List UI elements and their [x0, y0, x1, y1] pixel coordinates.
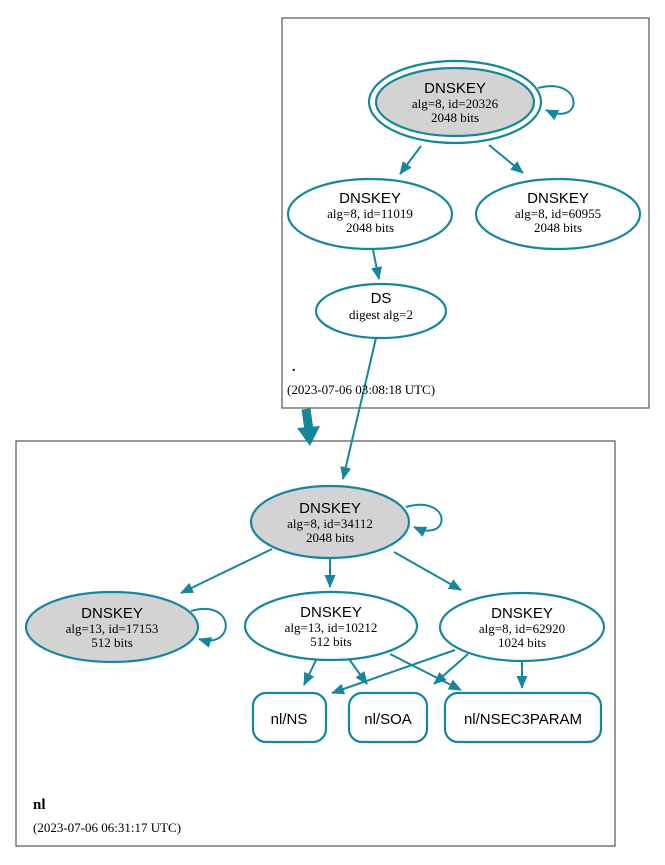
dnskey-62920-ellipse: [438, 591, 606, 663]
dnskey-34112-ellipse: [249, 484, 411, 560]
node-dnskey-17153[interactable]: DNSKEY alg=13, id=17153 512 bits: [24, 590, 200, 664]
node-size: 1024 bits: [498, 635, 546, 650]
rrset-nsec3param-box: [443, 691, 603, 744]
node-detail: alg=13, id=17153: [66, 621, 159, 636]
root-zone-box: [281, 17, 650, 409]
edge-dnskey-10212-to-ns: [303, 657, 318, 686]
node-title: DNSKEY: [299, 500, 361, 517]
edge-dnskey-20326-to-dnskey-60955: [488, 144, 524, 174]
root-zone-name-label: .: [292, 360, 296, 375]
node-size: 512 bits: [310, 634, 352, 649]
node-size: 2048 bits: [306, 530, 354, 545]
nl-zone-name-label: nl: [33, 797, 46, 813]
node-rrset-nl-soa[interactable]: nl/SOA: [347, 691, 429, 744]
self-loop-edge-dnskey-34112: [405, 503, 443, 537]
ds-ellipse: [314, 282, 448, 340]
delegation-arrow: [297, 408, 320, 446]
node-title: DNSKEY: [527, 190, 589, 207]
dnskey-17153-ellipse: [24, 590, 200, 664]
node-dnskey-34112[interactable]: DNSKEY alg=8, id=34112 2048 bits: [249, 484, 411, 560]
dnskey-60955-ellipse: [474, 177, 642, 251]
delegation-arrowhead-icon: [297, 426, 320, 446]
node-detail: alg=13, id=10212: [285, 620, 378, 635]
root-zone-timestamp: (2023-07-06 03:08:18 UTC): [287, 382, 435, 397]
edge-dnskey-10212-to-nsec3param: [389, 653, 462, 691]
node-title: DNSKEY: [491, 605, 553, 622]
self-loop-edge-dnskey-20326: [537, 85, 575, 121]
edge-ds-to-dnskey-34112: [340, 337, 377, 480]
dnskey-11019-ellipse: [286, 177, 454, 251]
node-title: DNSKEY: [81, 605, 143, 622]
rrset-label: nl/SOA: [364, 711, 412, 728]
edge-dnskey-11019-to-ds: [371, 249, 382, 280]
node-dnskey-10212[interactable]: DNSKEY alg=13, id=10212 512 bits: [243, 590, 419, 662]
nl-zone-timestamp: (2023-07-06 06:31:17 UTC): [33, 820, 181, 835]
delegation-arrow-shaft: [301, 408, 314, 431]
node-dnskey-62920[interactable]: DNSKEY alg=8, id=62920 1024 bits: [438, 591, 606, 663]
node-title: DS: [371, 290, 392, 307]
node-size: 512 bits: [91, 635, 133, 650]
node-size: 2048 bits: [534, 220, 582, 235]
edge-dnskey-62920-to-soa: [433, 653, 469, 685]
node-detail: alg=8, id=11019: [327, 206, 413, 221]
node-title: DNSKEY: [424, 80, 486, 97]
node-rrset-nl-ns[interactable]: nl/NS: [251, 691, 328, 744]
node-detail: alg=8, id=34112: [287, 516, 373, 531]
node-rrset-nl-nsec3param[interactable]: nl/NSEC3PARAM: [443, 691, 603, 744]
rrset-soa-box: [347, 691, 429, 744]
dnskey-10212-ellipse: [243, 590, 419, 662]
node-title: DNSKEY: [300, 604, 362, 621]
node-size: 2048 bits: [431, 110, 479, 125]
rrset-label: nl/NSEC3PARAM: [464, 711, 582, 728]
nl-zone-box: [15, 440, 616, 847]
node-dnskey-11019[interactable]: DNSKEY alg=8, id=11019 2048 bits: [286, 177, 454, 251]
self-loop-edge-dnskey-17153: [190, 608, 227, 648]
edge-dnskey-34112-to-dnskey-17153: [180, 548, 273, 594]
node-title: DNSKEY: [339, 190, 401, 207]
node-dnskey-60955[interactable]: DNSKEY alg=8, id=60955 2048 bits: [474, 177, 642, 251]
node-detail: digest alg=2: [349, 307, 413, 322]
edge-dnskey-10212-to-soa: [348, 658, 368, 685]
node-ds[interactable]: DS digest alg=2: [314, 282, 448, 340]
node-detail: alg=8, id=60955: [515, 206, 601, 221]
dnskey-20326-ellipse: [374, 66, 536, 138]
edge-dnskey-34112-to-dnskey-62920: [393, 551, 462, 591]
node-detail: alg=8, id=20326: [412, 96, 499, 111]
rrset-label: nl/NS: [271, 711, 308, 728]
node-detail: alg=8, id=62920: [479, 621, 565, 636]
rrset-ns-box: [251, 691, 328, 744]
node-size: 2048 bits: [346, 220, 394, 235]
edge-dnskey-20326-to-dnskey-11019: [399, 145, 422, 175]
node-dnskey-20326[interactable]: DNSKEY alg=8, id=20326 2048 bits: [367, 59, 543, 145]
edge-dnskey-62920-to-ns: [331, 649, 456, 695]
